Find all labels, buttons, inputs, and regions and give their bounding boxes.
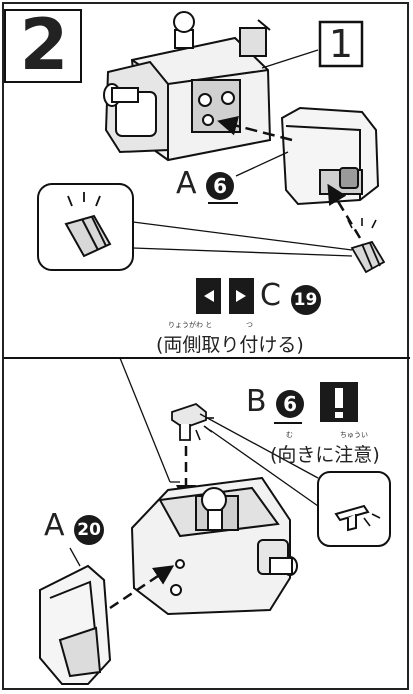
- underline: [208, 202, 238, 204]
- head-assembly-bottom: [130, 476, 298, 616]
- part-letter: B: [246, 384, 267, 419]
- step-number: 2: [19, 4, 69, 86]
- reference-box-marker: [318, 20, 364, 68]
- step-number-box: [4, 9, 82, 83]
- note-mid-ruby-right: ちゅうい: [340, 431, 368, 439]
- note-mid: (向きに注意): [270, 444, 380, 466]
- part-label-b6: B 6: [246, 384, 305, 420]
- part-letter: C: [260, 278, 281, 313]
- cone-part-small: [350, 240, 386, 274]
- part-label-c19: C 19: [260, 278, 321, 315]
- part-label-a20: A 20: [44, 508, 105, 545]
- small-tab-part: [171, 402, 207, 441]
- part-label-a6: A 6: [176, 166, 235, 202]
- warning-icon: [320, 382, 358, 422]
- note-mid-ruby-left: む: [286, 431, 293, 439]
- part-letter: A: [44, 508, 65, 543]
- note-top-ruby-right: つ: [246, 321, 253, 329]
- part-number-badge: 6: [276, 390, 305, 418]
- arrow-faceplate-to-head: [217, 116, 293, 142]
- head-assembly-top: [103, 11, 272, 162]
- face-plate-bottom: [39, 564, 112, 685]
- cone-part-zoom: [64, 214, 112, 258]
- note-top: (両側取り付ける): [156, 334, 304, 356]
- face-plate-part: [280, 106, 380, 206]
- part-number-badge: 6: [206, 172, 235, 200]
- both-sides-icon: [196, 278, 254, 314]
- part-number-badge: 19: [290, 285, 321, 315]
- note-top-ruby-left: りょうがわ と: [168, 321, 213, 329]
- part-number-badge: 20: [74, 515, 105, 545]
- arrow-faceplate-bottom: [109, 565, 175, 610]
- reference-box-number: 1: [328, 22, 354, 66]
- page-frame: [2, 2, 409, 690]
- tab-part-zoom: [334, 504, 370, 532]
- part-letter: A: [176, 166, 197, 201]
- underline: [274, 422, 302, 424]
